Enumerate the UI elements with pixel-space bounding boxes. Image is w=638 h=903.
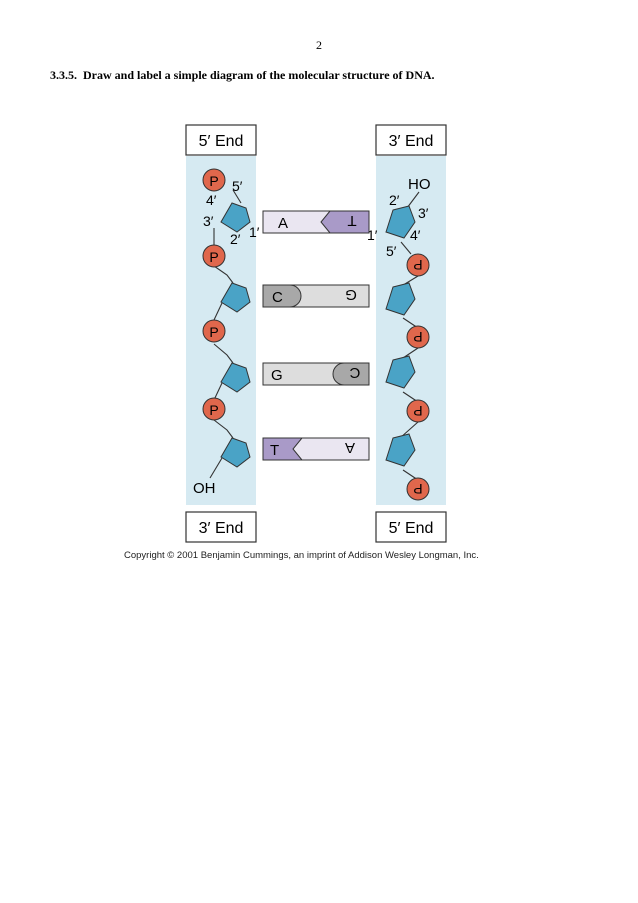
left-c5-label: 5′ — [232, 178, 243, 194]
base-pairs: A T C G G C T A — [262, 210, 370, 461]
right-sugar-2 — [385, 282, 416, 316]
question-heading: 3.3.5. Draw and label a simple diagram of… — [50, 68, 441, 83]
svg-text:P: P — [413, 403, 422, 419]
right-top-end-box: 3′ End — [375, 124, 447, 156]
right-phosphate-4: P — [406, 477, 430, 501]
base-pair-3-right-letter: C — [349, 364, 360, 381]
left-sugar-4 — [220, 437, 251, 468]
svg-text:P: P — [413, 257, 422, 273]
right-c1-label: 1′ — [367, 227, 378, 243]
left-sugar-1 — [220, 202, 251, 233]
base-pair-4-left-letter: T — [270, 442, 279, 459]
left-bottom-end-label: 3′ End — [199, 520, 244, 537]
left-phosphate-3: P — [202, 319, 226, 343]
svg-text:P: P — [209, 249, 218, 265]
svg-text:P: P — [209, 402, 218, 418]
left-c1-label: 1′ — [249, 224, 260, 240]
base-pair-4-left-base — [262, 437, 304, 461]
right-sugar-4 — [385, 433, 416, 467]
left-phosphate-4: P — [202, 397, 226, 421]
base-pair-2-left-base — [262, 284, 302, 308]
left-sugar-2 — [220, 282, 251, 313]
right-sugar-1 — [385, 205, 416, 239]
right-sugar-3 — [385, 355, 416, 389]
base-pair-2-right-letter: G — [345, 286, 357, 303]
base-pair-4: T A — [262, 437, 370, 461]
left-sugars — [220, 202, 251, 468]
base-pair-3-left-letter: G — [271, 367, 283, 384]
base-pair-2: C G — [262, 284, 370, 308]
right-phosphate-2: P — [406, 325, 430, 349]
left-sugar-3 — [220, 362, 251, 393]
right-bottom-end-label: 5′ End — [389, 520, 434, 537]
left-carbon-labels: 5′ 4′ 3′ 2′ 1′ — [203, 178, 260, 247]
left-phosphate-2: P — [202, 244, 226, 268]
right-c5-label: 5′ — [386, 243, 397, 259]
base-pair-2-left-letter: C — [272, 289, 283, 306]
svg-text:P: P — [413, 481, 422, 497]
base-pair-3: G C — [262, 362, 370, 386]
base-pair-3-right-base — [332, 362, 370, 386]
right-phosphate-1: P — [406, 253, 430, 277]
left-c3-label: 3′ — [203, 213, 214, 229]
base-pair-4-right-letter: A — [345, 439, 355, 456]
left-backbone-lines — [209, 189, 242, 479]
right-c4-label: 4′ — [410, 227, 421, 243]
base-pair-1-left-letter: A — [278, 215, 288, 232]
right-sugars — [385, 205, 416, 467]
right-c2-label: 2′ — [389, 192, 400, 208]
right-bottom-end-box: 5′ End — [375, 511, 447, 543]
base-pair-1: A T — [262, 210, 370, 234]
left-top-end-label: 5′ End — [199, 133, 244, 150]
right-carbon-labels: 2′ 3′ 4′ 5′ 1′ — [367, 192, 429, 259]
left-top-end-box: 5′ End — [185, 124, 257, 156]
base-pair-1-right-letter: T — [347, 212, 356, 229]
left-oh-label: OH — [193, 480, 216, 497]
svg-text:P: P — [209, 324, 218, 340]
base-pair-1-right-base — [320, 210, 370, 234]
right-c3-label: 3′ — [418, 205, 429, 221]
left-c2-label: 2′ — [230, 231, 241, 247]
left-bottom-end-box: 3′ End — [185, 511, 257, 543]
svg-text:P: P — [209, 173, 218, 189]
left-phosphates: P P P P — [202, 168, 226, 421]
right-phosphates: P P P P — [406, 253, 430, 501]
svg-text:P: P — [413, 329, 422, 345]
page-number: 2 — [316, 38, 322, 52]
question-number: 3.3.5. — [50, 68, 77, 82]
right-top-end-label: 3′ End — [389, 133, 434, 150]
right-phosphate-3: P — [406, 399, 430, 423]
left-c4-label: 4′ — [206, 192, 217, 208]
right-ho-label: HO — [408, 176, 431, 193]
figure-copyright: Copyright © 2001 Benjamin Cummings, an i… — [124, 550, 479, 561]
left-phosphate-1: P — [202, 168, 226, 192]
question-text: Draw and label a simple diagram of the m… — [83, 68, 435, 82]
